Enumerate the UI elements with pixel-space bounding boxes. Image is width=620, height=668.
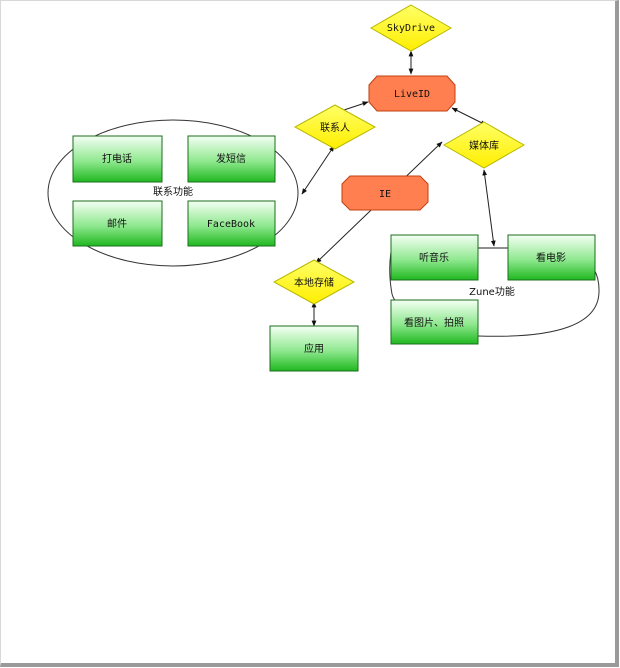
facebook-box xyxy=(187,200,276,247)
zune-features-group: 听音乐 看电影 Zune功能 看图片、拍照 xyxy=(389,234,600,345)
music-box xyxy=(390,234,479,281)
local-storage-node: 本地存储 xyxy=(272,259,356,305)
apps-node: 应用 xyxy=(269,325,359,372)
link-liveid-media xyxy=(451,107,487,126)
photos-label: 看图片、拍照 xyxy=(404,316,464,329)
apps-label: 应用 xyxy=(304,342,324,355)
sms-label: 发短信 xyxy=(216,152,246,165)
contact-features-ellipse xyxy=(47,119,299,267)
liveid-label: LiveID xyxy=(394,89,430,100)
call-box xyxy=(72,135,163,183)
ie-node: IE xyxy=(341,175,429,211)
facebook-label: FaceBook xyxy=(207,219,255,230)
contacts-label: 联系人 xyxy=(320,122,350,134)
movies-label: 看电影 xyxy=(536,251,566,264)
link-media-zune xyxy=(482,169,496,247)
music-label: 听音乐 xyxy=(419,251,449,264)
media-library-node: 媒体库 xyxy=(442,121,526,169)
skydrive-node: SkyDrive xyxy=(369,4,453,52)
ie-label: IE xyxy=(379,189,391,200)
link-contacts-contactgroup xyxy=(301,145,335,195)
mail-label: 邮件 xyxy=(107,217,127,230)
call-label: 打电话 xyxy=(102,152,132,165)
zune-features-label: Zune功能 xyxy=(469,285,515,298)
mail-box xyxy=(72,200,163,247)
local-storage-label: 本地存储 xyxy=(294,276,334,289)
movies-box xyxy=(507,234,596,281)
photos-box xyxy=(390,299,479,345)
skydrive-label: SkyDrive xyxy=(387,23,435,34)
liveid-node: LiveID xyxy=(368,75,456,112)
contact-features-group: 打电话 发短信 联系功能 邮件 FaceBook xyxy=(47,119,299,267)
contacts-node: 联系人 xyxy=(293,104,377,150)
sms-box xyxy=(187,135,276,183)
contact-features-label: 联系功能 xyxy=(153,185,193,198)
media-library-label: 媒体库 xyxy=(469,139,499,152)
